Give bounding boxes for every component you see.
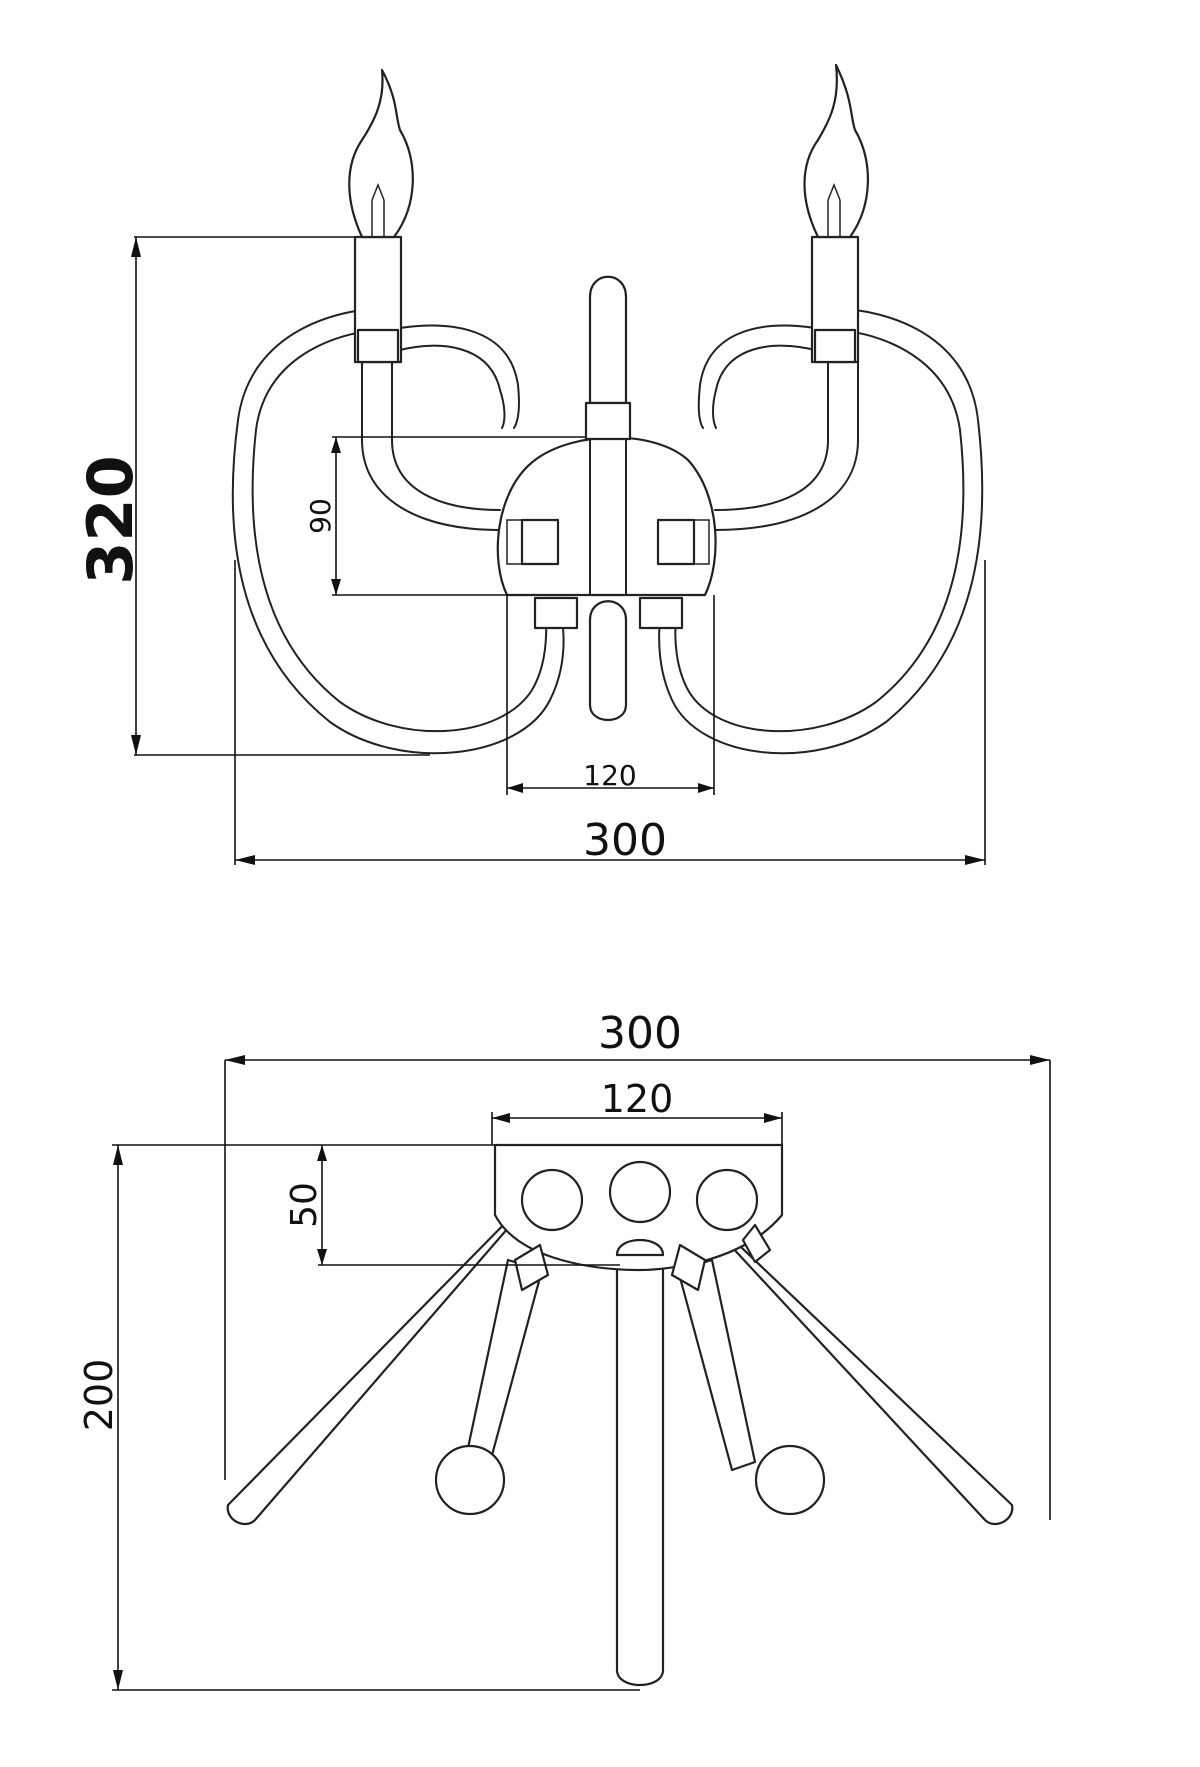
right-inner-arm <box>714 361 859 531</box>
ball-mid-right <box>754 1444 826 1516</box>
joint-right <box>695 1168 759 1232</box>
right-hook-inner <box>697 324 816 429</box>
width-label: 300 <box>583 815 667 866</box>
left-bottom-socket <box>533 596 579 630</box>
top-view: 300 120 50 200 <box>77 1008 1051 1691</box>
arm-mid-right <box>676 1258 757 1472</box>
left-outer-arm <box>231 306 565 755</box>
backplate-height-label: 90 <box>304 498 337 534</box>
dimension-width: 300 <box>234 560 986 866</box>
top-width-label: 300 <box>598 1008 682 1059</box>
joint-center <box>608 1160 672 1224</box>
right-bulb-icon <box>803 63 870 239</box>
left-hook-inner <box>399 324 520 429</box>
height-label: 320 <box>74 455 147 584</box>
arm-far-right <box>677 1188 1014 1526</box>
top-backplate-depth-label: 50 <box>284 1182 325 1228</box>
dimension-backplate-height: 90 <box>304 436 586 596</box>
arm-far-left <box>226 1188 543 1526</box>
right-socket <box>656 518 696 566</box>
top-depth-label: 200 <box>77 1359 121 1432</box>
arm-mid-left <box>463 1258 544 1472</box>
left-hook <box>399 344 506 429</box>
top-dimension-backplate-width: 120 <box>491 1077 783 1145</box>
front-view: 320 90 120 300 <box>74 63 986 866</box>
right-outer-arm-inner <box>674 327 965 733</box>
left-candle-cup <box>356 328 400 364</box>
center-rod <box>588 275 628 405</box>
top-backplate-width-label: 120 <box>601 1077 674 1121</box>
top-dimension-depth: 200 <box>77 1145 640 1691</box>
arm-center <box>615 1208 665 1687</box>
backplate-width-label: 120 <box>583 759 636 792</box>
left-outer-arm-inner <box>251 327 548 733</box>
right-candle-cup <box>813 328 857 364</box>
right-bottom-socket <box>638 596 684 630</box>
center-rod-collar <box>584 401 632 441</box>
center-rod-lower <box>588 600 628 721</box>
backplate-dome <box>496 436 717 597</box>
top-dimension-backplate-depth: 50 <box>112 1144 620 1266</box>
right-outer-arm <box>658 306 984 755</box>
dimension-backplate-width: 120 <box>506 595 715 795</box>
left-inner-arm-2 <box>391 361 501 511</box>
right-inner-arm-2 <box>714 361 829 511</box>
left-socket <box>520 518 560 566</box>
top-dimension-width: 300 <box>224 1008 1051 1520</box>
joint-left <box>520 1168 584 1232</box>
left-inner-arm <box>361 361 501 531</box>
ball-mid-left <box>434 1444 506 1516</box>
right-hook <box>712 344 816 429</box>
left-bulb-icon <box>348 68 414 239</box>
dimension-height: 320 <box>74 236 430 756</box>
